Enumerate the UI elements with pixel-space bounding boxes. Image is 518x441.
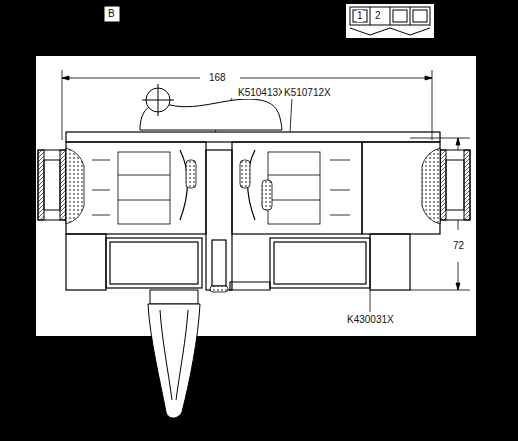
- dimension-value: 72: [451, 240, 466, 252]
- dimension-value: 168: [207, 72, 228, 84]
- part-number: K430031X: [345, 314, 396, 326]
- gasket: [66, 148, 440, 292]
- icon-number: 2: [375, 10, 381, 22]
- glazing-unit: [38, 150, 470, 220]
- profile-chambers: [92, 152, 350, 224]
- frame-profile: [66, 132, 440, 290]
- drawing-ground: [36, 56, 476, 336]
- view-letter: B: [108, 8, 115, 20]
- opening-icon: [350, 7, 430, 35]
- lever-handle: [148, 290, 200, 418]
- icon-ground: [346, 4, 434, 38]
- icon-number: 1: [357, 10, 363, 22]
- view-box: [104, 6, 120, 22]
- part-number: K510712X: [282, 87, 333, 99]
- dimension-line: [62, 70, 470, 312]
- part-number: K510413X: [236, 87, 287, 99]
